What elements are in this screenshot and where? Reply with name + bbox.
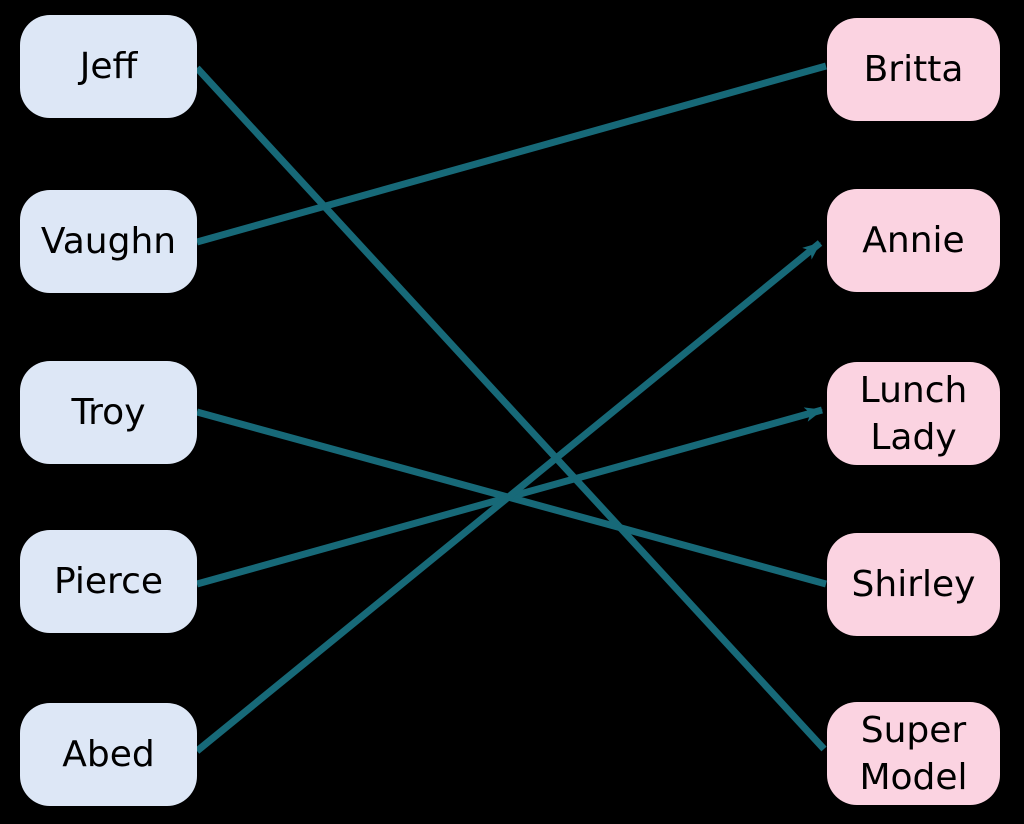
- node-super-model-label: Super Model: [859, 709, 968, 798]
- node-lunch-lady-label: Lunch Lady: [859, 369, 968, 458]
- node-abed-label: Abed: [62, 734, 155, 775]
- node-shirley-label: Shirley: [851, 564, 976, 605]
- node-pierce: Pierce: [20, 530, 197, 633]
- node-annie-label: Annie: [862, 220, 965, 261]
- node-lunch-lady: Lunch Lady: [827, 362, 1000, 465]
- node-troy: Troy: [20, 361, 197, 464]
- node-troy-label: Troy: [71, 392, 146, 433]
- node-vaughn-label: Vaughn: [40, 221, 177, 262]
- edge-vaughn-britta: [196, 62, 827, 246]
- node-annie: Annie: [827, 189, 1000, 292]
- node-britta-label: Britta: [863, 49, 964, 90]
- node-jeff-label: Jeff: [79, 46, 138, 87]
- node-pierce-label: Pierce: [53, 561, 164, 602]
- node-britta: Britta: [827, 18, 1000, 121]
- node-shirley: Shirley: [827, 533, 1000, 636]
- edge-jeff-super-model: [194, 65, 827, 752]
- node-abed: Abed: [20, 703, 197, 806]
- node-jeff: Jeff: [20, 15, 197, 118]
- node-vaughn: Vaughn: [20, 190, 197, 293]
- edge-abed-annie: [194, 240, 823, 754]
- node-super-model: Super Model: [827, 702, 1000, 805]
